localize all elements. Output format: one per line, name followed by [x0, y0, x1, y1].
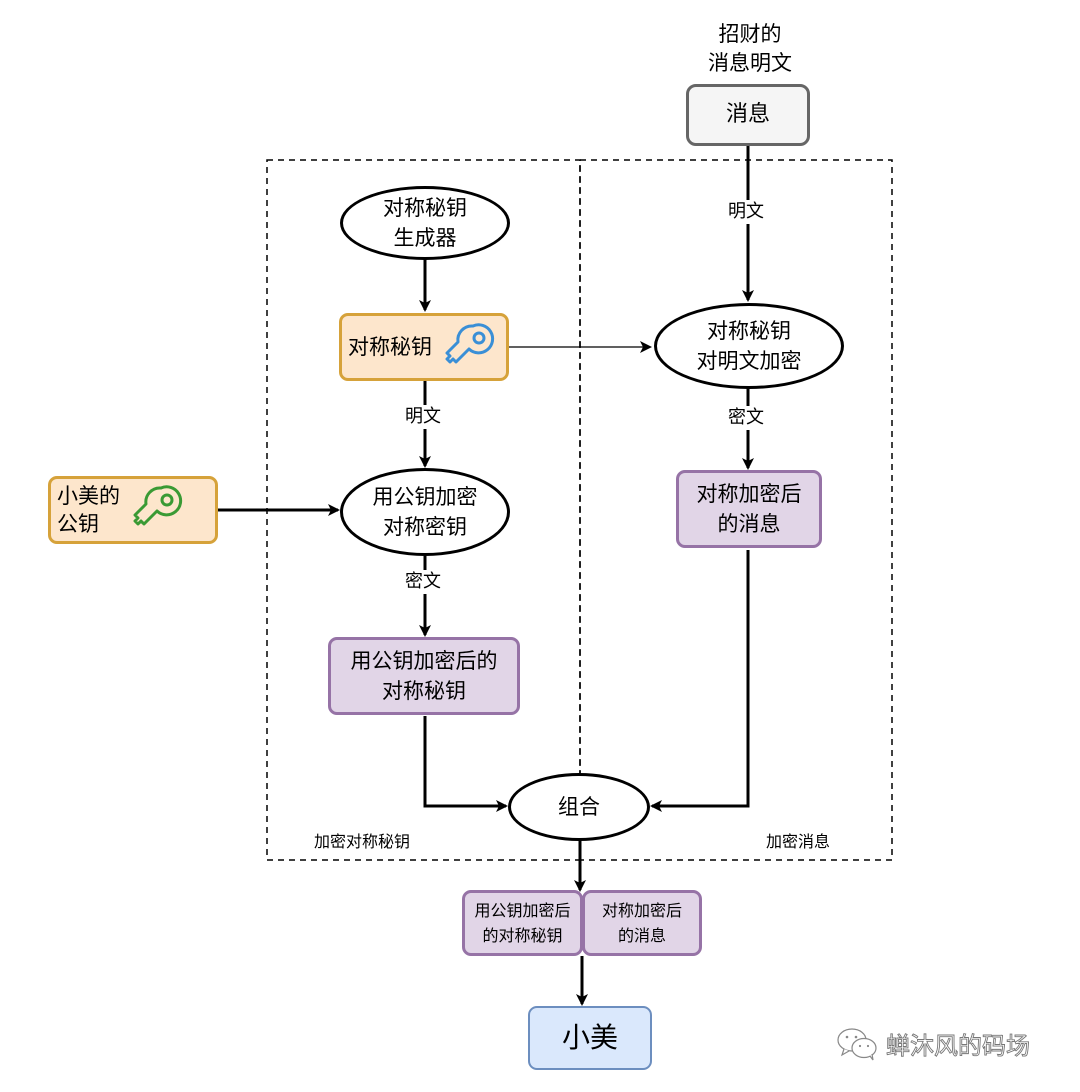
sym-key-generator-node[interactable]: 对称秘钥 生成器: [340, 186, 510, 260]
edge-label-key-plaintext: 明文: [403, 405, 443, 429]
encrypted-sym-key-node[interactable]: 用公钥加密后的 对称秘钥: [328, 637, 520, 715]
key-icon: [445, 323, 495, 364]
bundle-encrypted-message-node[interactable]: 对称加密后 的消息: [582, 890, 702, 956]
edge-label-key-ciphertext: 密文: [403, 570, 443, 594]
edge-encrypted-key-to-combine: [423, 716, 508, 812]
encrypt-plaintext-node[interactable]: 对称秘钥 对明文加密: [654, 303, 844, 389]
sym-key-node[interactable]: 对称秘钥: [339, 313, 509, 381]
edge-encrypted-message-to-combine: [650, 550, 750, 812]
xiaomei-pubkey-node[interactable]: 小美的 公钥: [48, 476, 218, 544]
xiaomei-pubkey-label: 小美的 公钥: [57, 484, 120, 536]
recipient-node[interactable]: 小美: [528, 1006, 652, 1070]
edge-label-message-plaintext: 明文: [726, 200, 766, 224]
sym-key-label: 对称秘钥: [348, 335, 432, 359]
combine-node[interactable]: 组合: [508, 773, 650, 841]
bundle-encrypted-key-node[interactable]: 用公钥加密后 的对称秘钥: [462, 890, 583, 956]
wechat-icon: [837, 1027, 877, 1060]
watermark-text: 蝉沐风的码场: [886, 1032, 1031, 1061]
group-label-encrypt-message: 加密消息: [766, 832, 831, 851]
group-right-container: [579, 159, 893, 861]
key-icon: [133, 485, 183, 526]
encrypt-sym-key-node[interactable]: 用公钥加密 对称密钥: [340, 468, 510, 556]
watermark: 蝉沐风的码场: [836, 1026, 1030, 1061]
encrypted-message-node[interactable]: 对称加密后 的消息: [676, 470, 822, 548]
group-label-encrypt-sym-key: 加密对称秘钥: [314, 832, 411, 851]
message-caption: 招财的 消息明文: [708, 22, 792, 75]
edge-label-message-ciphertext: 密文: [726, 406, 766, 430]
message-node[interactable]: 消息: [686, 84, 810, 146]
